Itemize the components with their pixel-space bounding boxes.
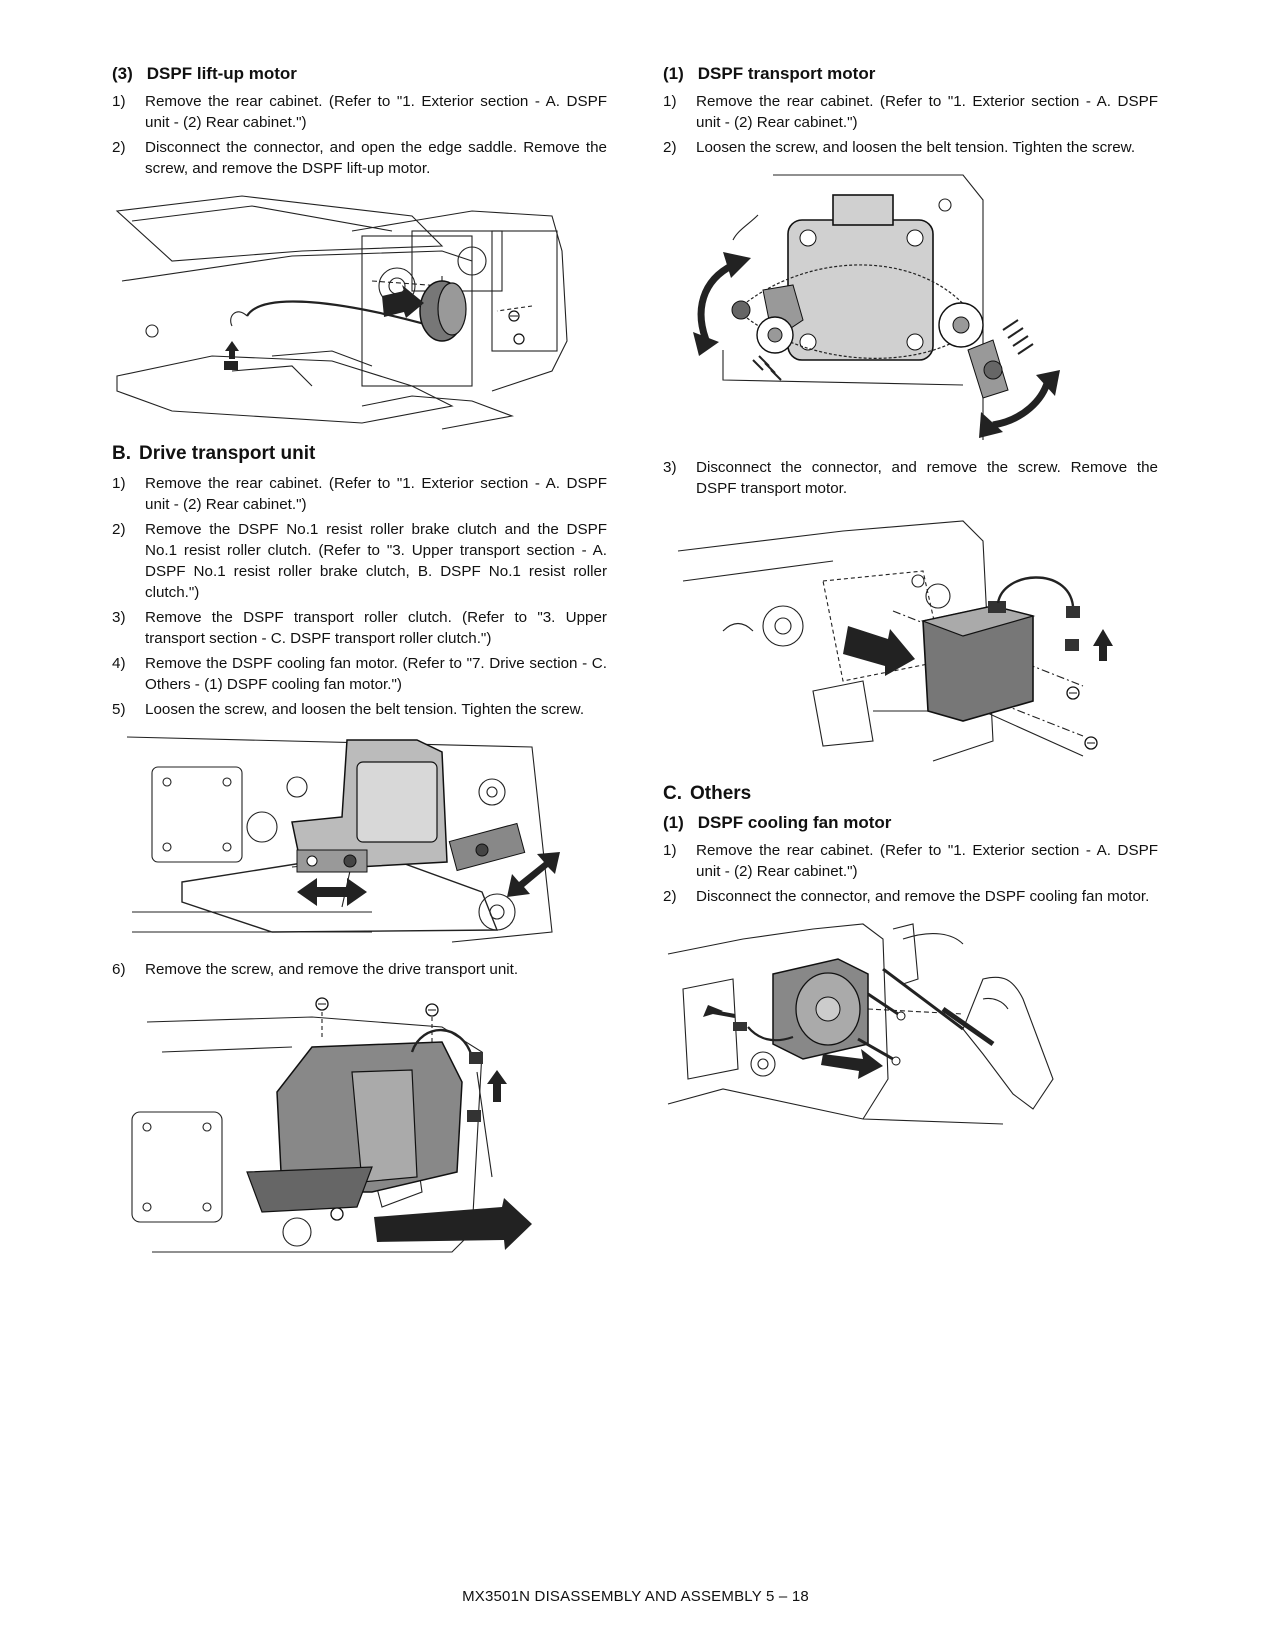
heading-transport-motor: (1) DSPF transport motor xyxy=(663,64,876,83)
arrow-icon xyxy=(374,1198,532,1250)
list-item: 3)Disconnect the connector, and remove t… xyxy=(663,459,1158,497)
steps-drive-transport-unit-6: 6)Remove the screw, and remove the drive… xyxy=(112,959,607,980)
arrow-icon xyxy=(382,285,424,318)
connector-icon xyxy=(733,1022,747,1031)
list-item: 6)Remove the screw, and remove the drive… xyxy=(112,961,519,978)
figure-belt-tension xyxy=(112,732,607,947)
list-item: 2)Loosen the screw, and loosen the belt … xyxy=(663,139,1136,156)
figure-cooling-fan-motor xyxy=(663,919,1158,1134)
arrow-icon xyxy=(821,1049,883,1079)
list-item: 5)Loosen the screw, and loosen the belt … xyxy=(112,701,585,718)
double-arrow-icon xyxy=(507,852,560,897)
rotate-arrow-icon xyxy=(697,261,735,347)
heading-lift-up-motor: (3) DSPF lift-up motor xyxy=(112,64,297,83)
screw-icon xyxy=(731,300,751,320)
arrow-up-icon xyxy=(225,341,239,359)
heading-others: C. Others xyxy=(663,783,752,804)
steps-transport-motor-3: 3)Disconnect the connector, and remove t… xyxy=(663,457,1158,499)
screw-icon xyxy=(315,997,439,1221)
steps-lift-up-motor: 1)Remove the rear cabinet. (Refer to "1.… xyxy=(112,91,607,179)
list-item: 3)Remove the DSPF transport roller clutc… xyxy=(112,609,607,647)
list-item: 2)Disconnect the connector, and open the… xyxy=(112,139,607,177)
left-column: (3) DSPF lift-up motor 1)Remove the rear… xyxy=(112,58,607,1269)
heading-drive-transport-unit: B. Drive transport unit xyxy=(112,443,316,464)
list-item: 1)Remove the rear cabinet. (Refer to "1.… xyxy=(112,93,607,131)
steps-transport-motor: 1)Remove the rear cabinet. (Refer to "1.… xyxy=(663,91,1158,158)
figure-transport-motor-belt xyxy=(663,170,1158,445)
arrow-icon xyxy=(703,1005,723,1017)
figure-lift-up-motor xyxy=(112,191,607,431)
connector-icon xyxy=(467,1110,481,1122)
screw-icon xyxy=(343,854,357,868)
double-arrow-icon xyxy=(297,878,367,906)
screw-icon xyxy=(508,310,525,345)
arrow-up-icon xyxy=(487,1070,507,1102)
connector-icon xyxy=(224,361,238,370)
figure-remove-drive-transport-unit xyxy=(112,992,607,1257)
screw-icon xyxy=(857,992,906,1066)
list-item: 1)Remove the rear cabinet. (Refer to "1.… xyxy=(663,93,1158,131)
heading-cooling-fan-motor: (1) DSPF cooling fan motor xyxy=(663,813,892,832)
screwdriver-icon xyxy=(882,967,964,1031)
motor-icon xyxy=(356,761,438,843)
screw-icon xyxy=(1066,686,1098,750)
list-item: 4)Remove the DSPF cooling fan motor. (Re… xyxy=(112,655,607,693)
list-item: 2)Remove the DSPF No.1 resist roller bra… xyxy=(112,521,607,601)
screw-icon xyxy=(983,360,1003,380)
steps-cooling-fan-motor: 1)Remove the rear cabinet. (Refer to "1.… xyxy=(663,840,1158,907)
right-column: (1) DSPF transport motor 1)Remove the re… xyxy=(663,58,1158,1146)
screw-icon xyxy=(475,843,489,857)
arrow-up-icon xyxy=(1093,629,1113,661)
page-footer: MX3501N DISASSEMBLY AND ASSEMBLY 5 – 18 xyxy=(462,1588,809,1605)
steps-drive-transport-unit: 1)Remove the rear cabinet. (Refer to "1.… xyxy=(112,473,607,720)
list-item: 2)Disconnect the connector, and remove t… xyxy=(663,888,1150,905)
list-item: 1)Remove the rear cabinet. (Refer to "1.… xyxy=(112,475,607,513)
lift-up-motor-icon xyxy=(419,280,467,342)
list-item: 1)Remove the rear cabinet. (Refer to "1.… xyxy=(663,842,1158,880)
figure-remove-transport-motor xyxy=(663,511,1158,771)
arrow-icon xyxy=(843,626,915,676)
connector-icon xyxy=(1065,639,1079,651)
